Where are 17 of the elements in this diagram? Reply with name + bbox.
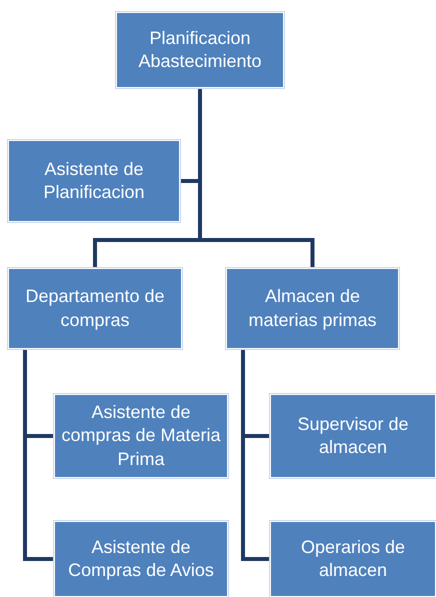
box-label: Planificacion Abastecimiento [137, 26, 263, 73]
box-label: Asistente de Compras de Avios [67, 536, 215, 582]
box-label: Asistente de Planificacion [42, 158, 146, 204]
box-label: Operarios de almacen [300, 536, 406, 582]
org-box [54, 394, 228, 478]
connector-line [241, 349, 270, 561]
org-box [8, 268, 182, 349]
org-box [270, 521, 436, 597]
org-box [116, 12, 284, 88]
org-box [8, 140, 180, 222]
box-label: Almacen de materias primas [247, 285, 378, 332]
box-label: Asistente de compras de Materia Prima [60, 400, 222, 471]
box-label: Supervisor de almacen [296, 412, 410, 459]
org-box [270, 394, 436, 478]
org-box [226, 268, 399, 349]
box-label: Departamento de compras [24, 285, 166, 332]
org-box [54, 521, 228, 597]
